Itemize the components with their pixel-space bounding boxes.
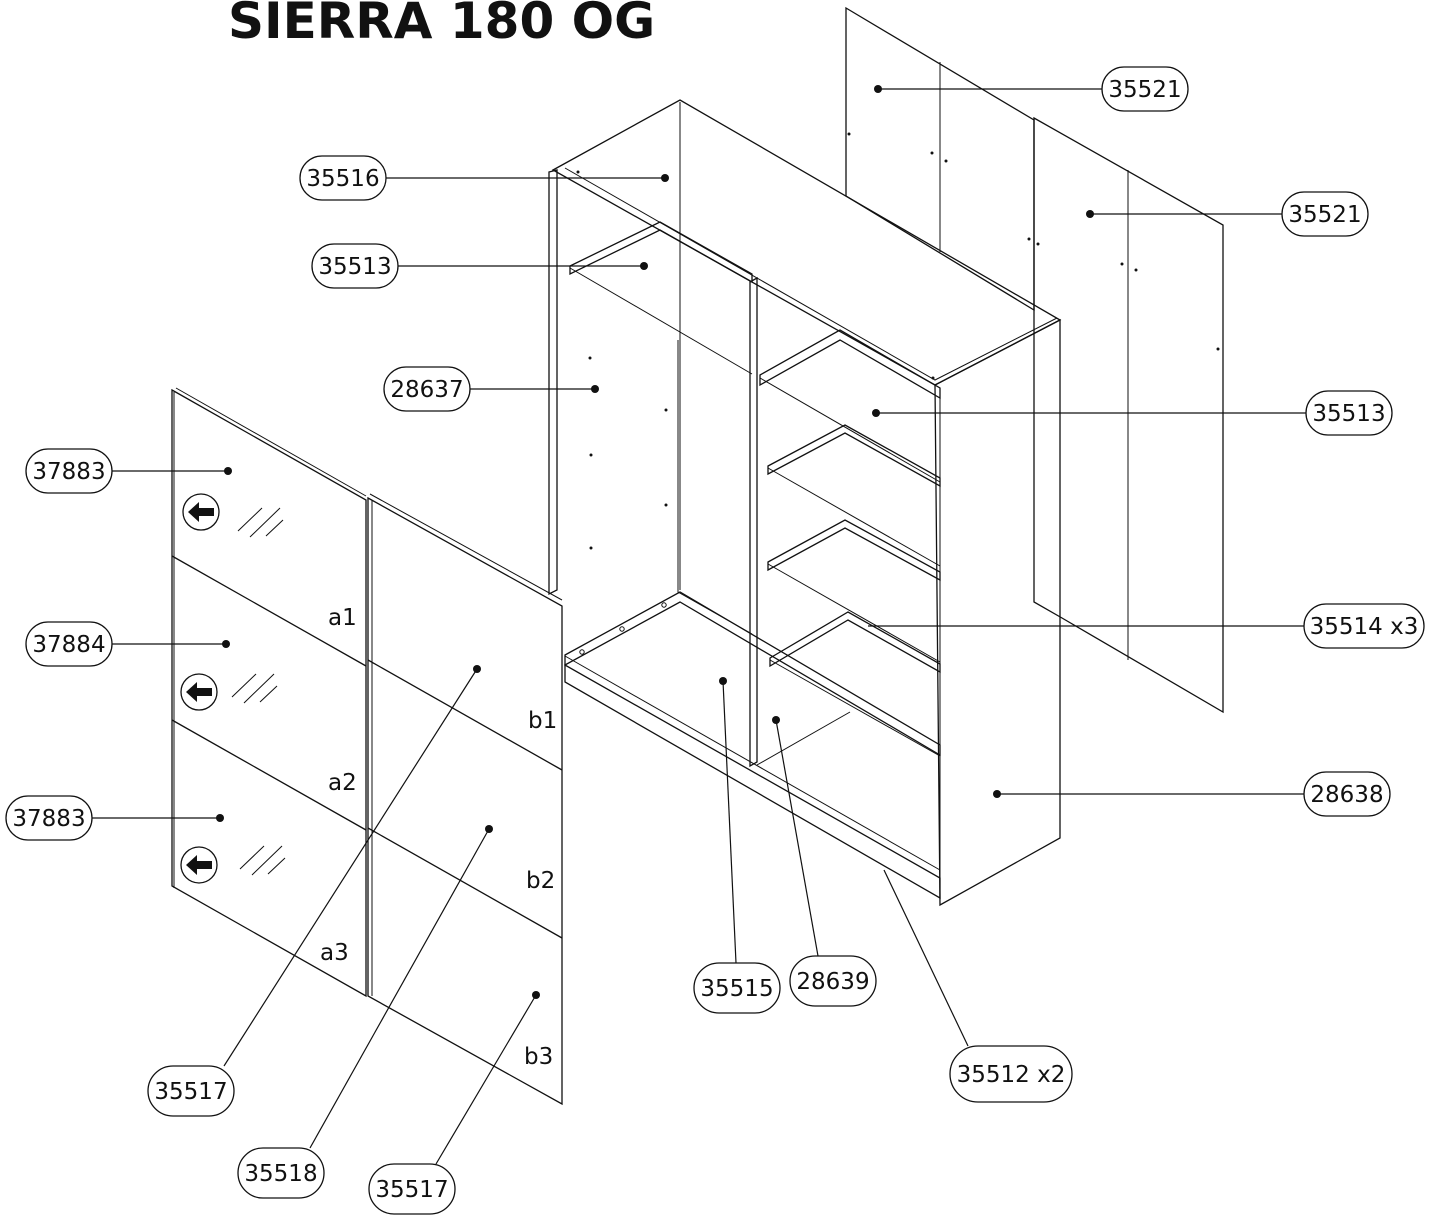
callout-p10: 35514 x3 xyxy=(868,603,1425,649)
callout-p12: 35515 xyxy=(693,677,781,1014)
direction-arrow-icon xyxy=(182,493,220,531)
door-b-divider-2 xyxy=(367,827,563,939)
part-number-label: 35516 xyxy=(306,166,379,192)
part-number-label: 35518 xyxy=(244,1161,317,1187)
glass-hatch-icon xyxy=(231,673,278,704)
part-number-label: 37883 xyxy=(12,806,85,832)
shelf-right-4 xyxy=(769,611,941,674)
panel-label-a2: a2 xyxy=(328,770,357,796)
part-number-label: 28639 xyxy=(796,969,869,995)
callout-p17: 35517 xyxy=(368,991,540,1215)
callout-p16: 35518 xyxy=(237,825,493,1199)
part-number-label: 35517 xyxy=(375,1177,448,1203)
right-side-panel xyxy=(934,318,1061,907)
upper-shelf-left xyxy=(569,221,753,284)
door-b-frame xyxy=(367,496,563,1106)
part-number-label: 35513 xyxy=(318,254,391,280)
door-a-divider-1 xyxy=(171,555,367,667)
shelf-right-1 xyxy=(759,329,941,400)
callout-p8: 37884 xyxy=(25,621,230,667)
part-number-label: 28637 xyxy=(390,377,463,403)
left-side-panel xyxy=(548,169,558,596)
door-a-divider-2 xyxy=(171,719,367,831)
part-number-label: 28638 xyxy=(1310,782,1383,808)
glass-hatch-icon xyxy=(239,845,286,876)
carcass xyxy=(548,99,1062,907)
direction-arrow-icon xyxy=(180,846,218,884)
callout-p15: 35517 xyxy=(147,665,481,1117)
part-number-label: 35521 xyxy=(1108,77,1181,103)
part-number-label: 35514 x3 xyxy=(1310,614,1419,640)
top-panel xyxy=(551,99,1062,386)
plinth-rail xyxy=(564,663,941,900)
callout-p4: 35513 xyxy=(311,243,648,289)
middle-divider xyxy=(749,276,758,768)
callout-p3: 35516 xyxy=(299,155,669,201)
part-number-label: 35515 xyxy=(700,976,773,1002)
callout-p7: 37883 xyxy=(25,448,232,494)
callout-p2: 35521 xyxy=(1086,191,1369,237)
part-number-label: 37883 xyxy=(32,459,105,485)
panel-label-b2: b2 xyxy=(526,868,555,894)
shelf-right-3 xyxy=(767,519,941,582)
door-b xyxy=(367,493,563,1106)
callout-p13: 28639 xyxy=(772,716,877,1007)
part-number-label: 35517 xyxy=(154,1079,227,1105)
part-number-label: 35513 xyxy=(1312,401,1385,427)
panel-label-a3: a3 xyxy=(320,940,349,966)
callout-p11: 28638 xyxy=(993,771,1391,817)
back-panel-right xyxy=(1033,116,1224,714)
callout-p6: 35513 xyxy=(872,390,1393,436)
part-number-label: 35521 xyxy=(1288,202,1361,228)
part-number-label: 37884 xyxy=(32,632,105,658)
shelf-right-2 xyxy=(767,424,941,488)
diagram-title: SIERRA 180 OG xyxy=(228,0,655,50)
door-b-divider-1 xyxy=(367,659,563,771)
callout-p1: 35521 xyxy=(874,66,1189,112)
bottom-panel xyxy=(564,591,941,757)
door-a xyxy=(171,387,367,998)
callout-p14: 35512 x2 xyxy=(883,869,1073,1103)
direction-arrow-icon xyxy=(180,673,218,711)
glass-hatch-icon xyxy=(237,507,284,538)
panel-label-b1: b1 xyxy=(528,708,557,734)
panel-label-a1: a1 xyxy=(328,605,357,631)
panel-label-b3: b3 xyxy=(524,1044,553,1070)
part-number-label: 35512 x2 xyxy=(957,1062,1066,1088)
back-panel-group xyxy=(845,6,1224,714)
callout-p9: 37883 xyxy=(5,795,224,841)
callout-p5: 28637 xyxy=(383,366,599,412)
